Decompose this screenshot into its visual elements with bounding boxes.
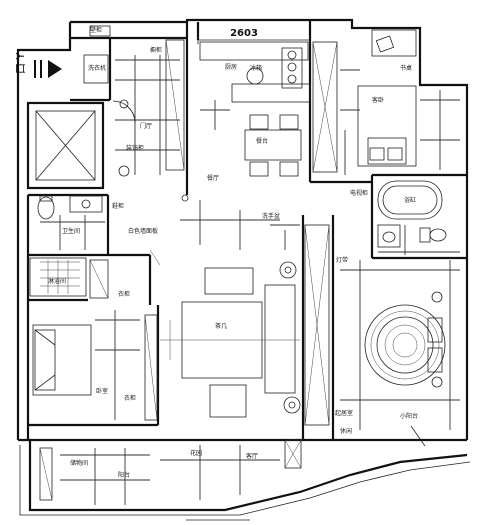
svg-text:餐厅: 餐厅 — [207, 174, 219, 182]
svg-text:鞋柜: 鞋柜 — [112, 202, 124, 210]
svg-text:卧室: 卧室 — [96, 387, 108, 395]
dimension-line: 2603 — [197, 28, 311, 44]
outer-walls — [16, 18, 471, 521]
svg-text:厨房: 厨房 — [225, 63, 237, 71]
svg-text:客厅: 客厅 — [246, 452, 258, 460]
upper-right-bedroom: 书桌 客卧 电视柜 — [312, 29, 460, 197]
shower-tiles — [40, 260, 80, 294]
interior-walls — [26, 20, 467, 442]
kitchen-tile-grid: 橱柜 门厅 装饰柜 — [112, 39, 185, 177]
section-mark-text: 口 Y — [14, 53, 27, 74]
svg-text:门厅: 门厅 — [140, 122, 152, 130]
svg-text:灯带: 灯带 — [336, 256, 348, 264]
svg-text:小阳台: 小阳台 — [400, 412, 418, 420]
hall-marks: 白色墙面板 洗手盆 — [128, 194, 300, 266]
svg-text:茶几: 茶几 — [215, 322, 227, 330]
svg-text:储物间: 储物间 — [70, 459, 88, 467]
svg-text:浴缸: 浴缸 — [404, 196, 416, 204]
dimension-value: 2603 — [230, 28, 258, 39]
living-right: 灯带 休闲 起居室 小阳台 — [304, 224, 460, 447]
svg-text:洗衣机: 洗衣机 — [88, 64, 106, 72]
svg-text:冰箱: 冰箱 — [250, 64, 262, 72]
svg-text:白色墙面板: 白色墙面板 — [128, 227, 158, 235]
svg-text:衣柜: 衣柜 — [124, 394, 136, 402]
left-bedroom: 卧室 衣柜 — [32, 310, 158, 421]
svg-text:阳台: 阳台 — [118, 471, 130, 479]
svg-text:淋浴间: 淋浴间 — [48, 277, 66, 285]
svg-text:客卧: 客卧 — [372, 96, 384, 104]
right-bathroom: 浴缸 — [377, 180, 460, 255]
svg-text:洗手盆: 洗手盆 — [262, 212, 280, 220]
living-room: 茶几 客厅 — [160, 261, 301, 460]
svg-text:卫生间: 卫生间 — [62, 227, 80, 235]
svg-text:休闲: 休闲 — [340, 427, 352, 435]
balcony-strip: 储物间 阳台 花园 — [39, 439, 302, 505]
svg-text:橱柜: 橱柜 — [150, 46, 162, 54]
svg-text:餐台: 餐台 — [256, 137, 268, 145]
left-bathroom: 卫生间 鞋柜 淋浴间 衣柜 — [29, 195, 130, 299]
carpet-pattern — [370, 310, 440, 380]
section-marker: 口 Y — [14, 53, 62, 78]
svg-text:壁柜: 壁柜 — [90, 26, 102, 34]
svg-text:花园: 花园 — [190, 449, 202, 457]
svg-text:书桌: 书桌 — [400, 64, 412, 72]
kitchen: 冰箱 厨房 餐台 餐厅 — [199, 41, 311, 182]
svg-text:装饰柜: 装饰柜 — [126, 144, 144, 152]
svg-text:衣柜: 衣柜 — [118, 290, 130, 298]
svg-text:起居室: 起居室 — [335, 409, 353, 417]
laundry-room: 壁柜 洗衣机 — [83, 25, 111, 84]
svg-text:电视柜: 电视柜 — [350, 189, 368, 197]
